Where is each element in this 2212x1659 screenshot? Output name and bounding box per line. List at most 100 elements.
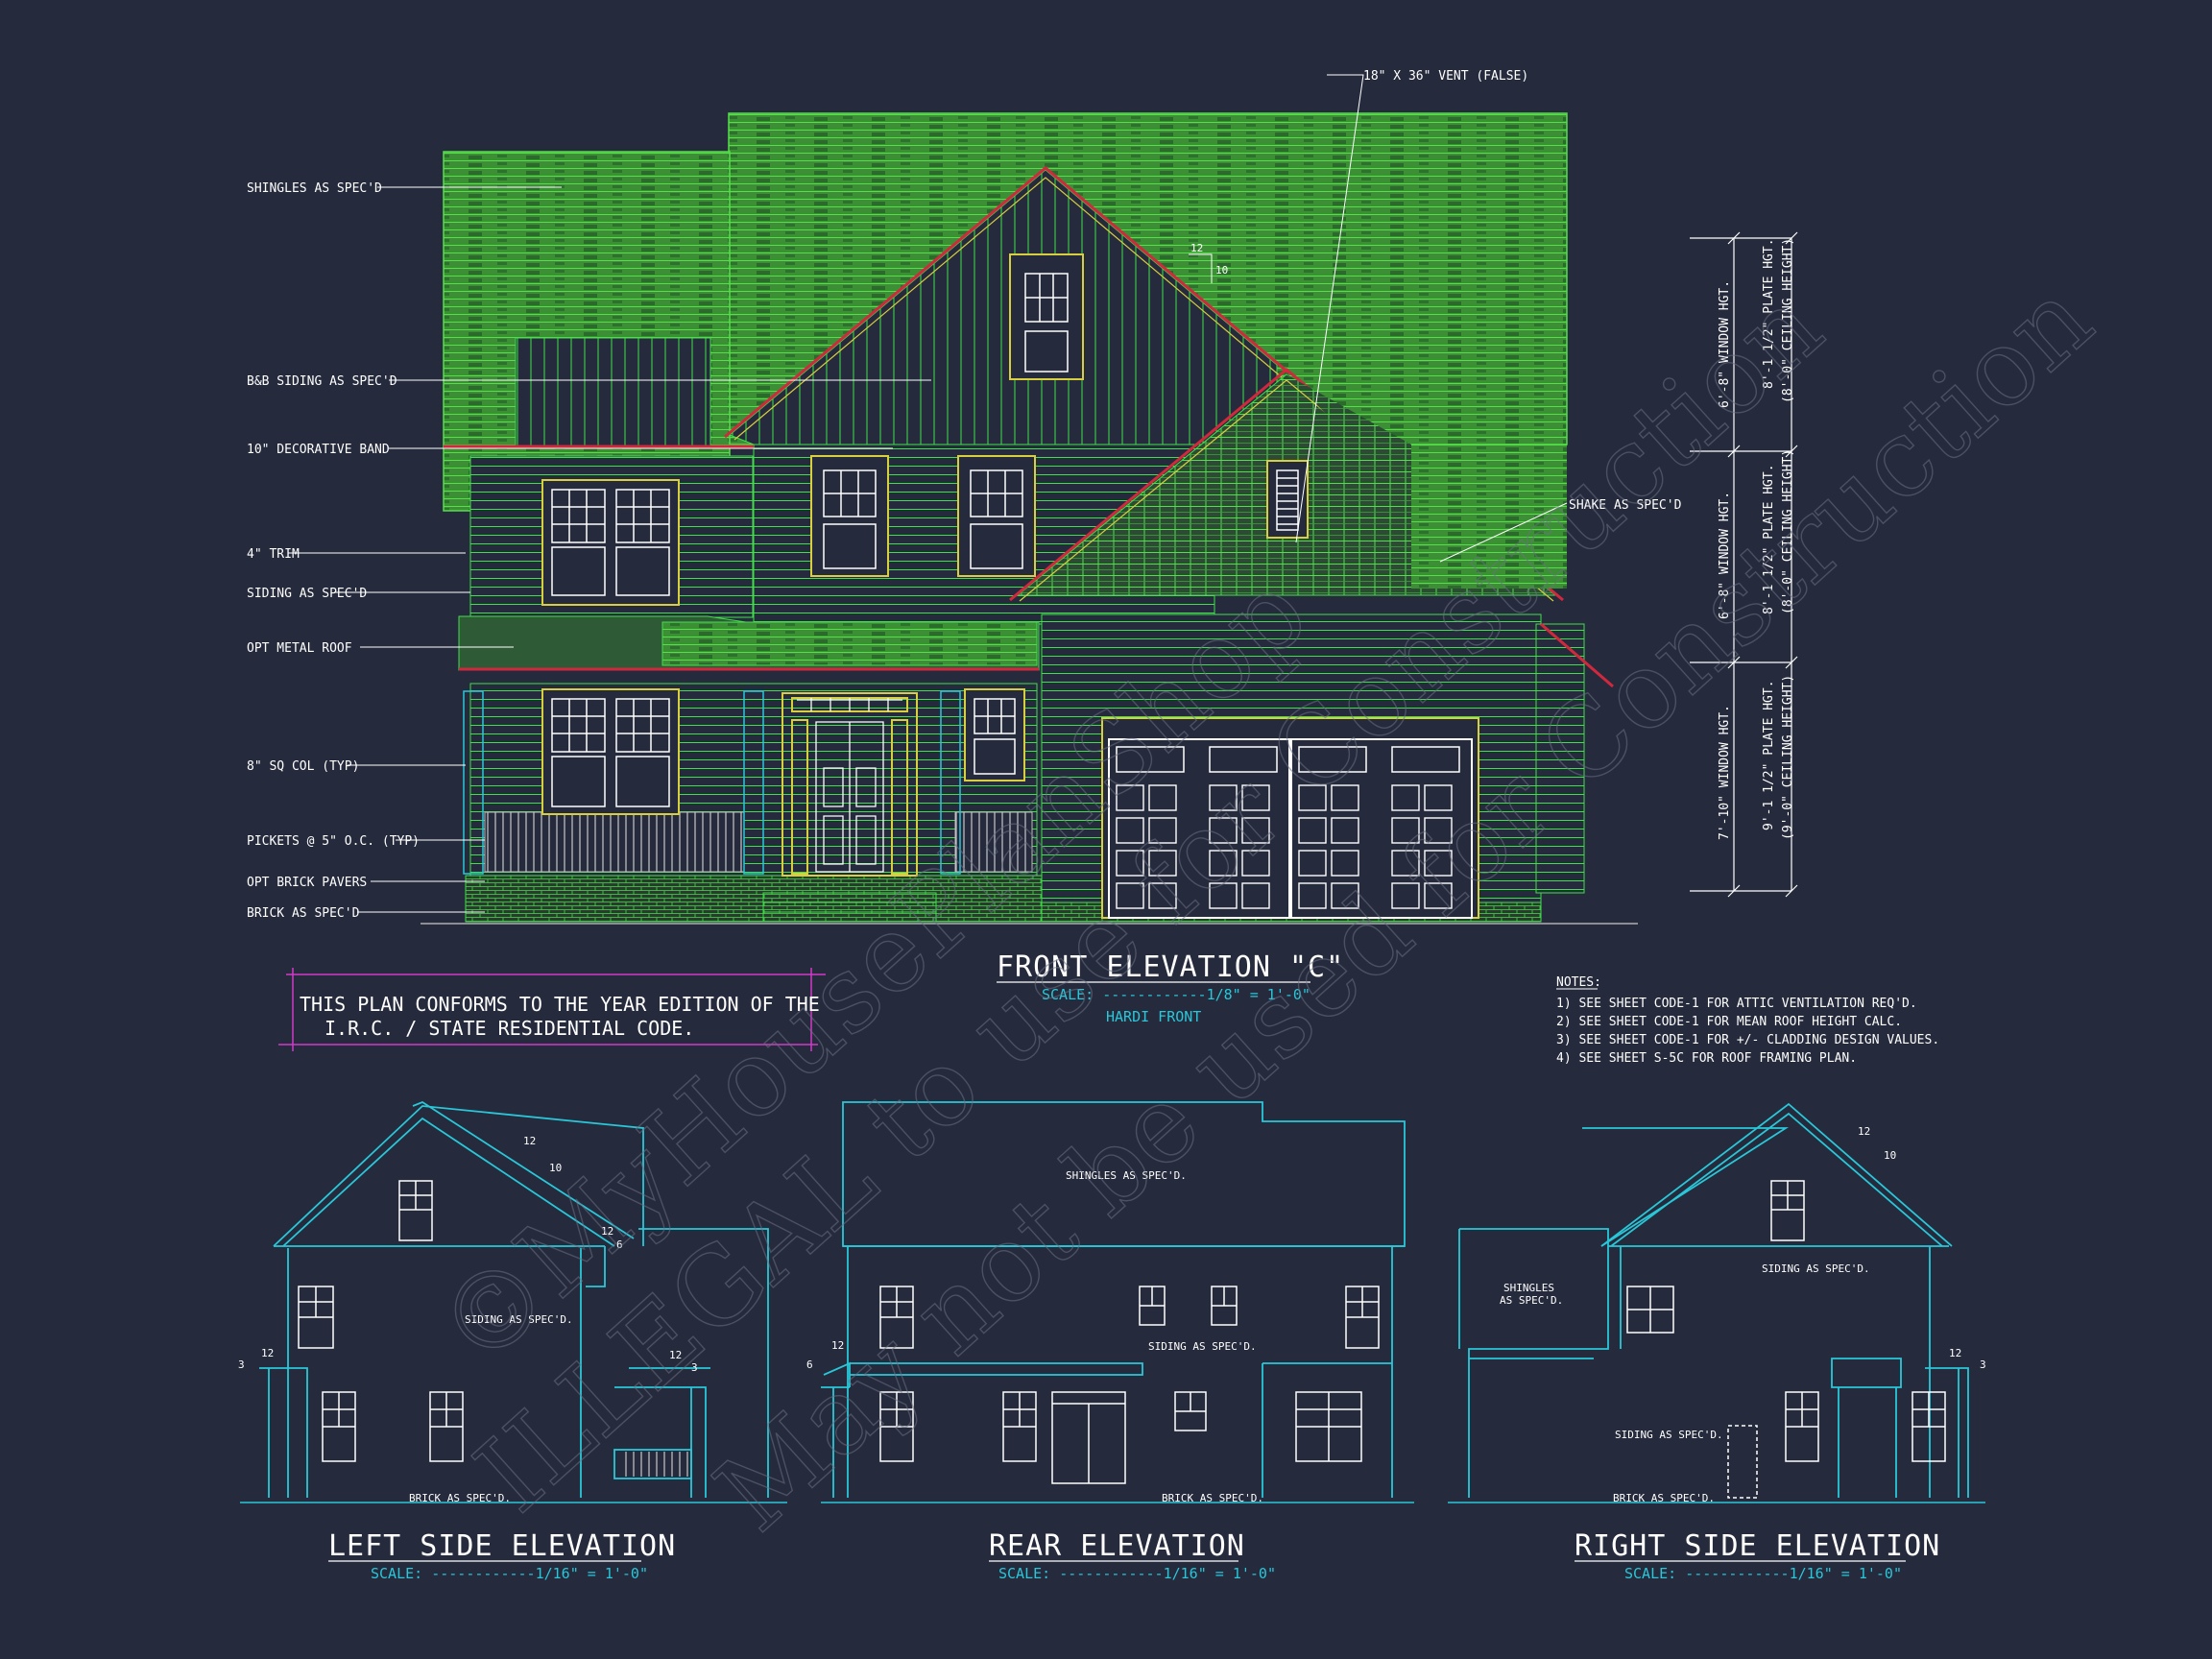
garage-door-panel — [1424, 882, 1453, 909]
garage-door-panel — [1391, 784, 1420, 811]
left-brick-label: BRICK AS SPEC'D. — [409, 1492, 511, 1504]
rear-elevation-scale: SCALE: ------------1/16" = 1'-0" — [998, 1565, 1276, 1582]
left-pitch-porch-run: 12 — [601, 1225, 613, 1238]
height-dimensions — [1690, 231, 1798, 898]
front-garage-doors — [1101, 717, 1479, 919]
left-pitch-shed-run: 12 — [669, 1349, 682, 1361]
left-pitch-main-run: 12 — [523, 1135, 536, 1147]
right-side-windows — [1626, 1180, 1946, 1499]
left-siding-label: SIDING AS SPEC'D. — [465, 1313, 573, 1326]
garage-door-panel — [1148, 784, 1177, 811]
left-pitch-low-run: 12 — [261, 1347, 274, 1359]
garage-door-panel — [1116, 850, 1144, 877]
rear-siding-label: SIDING AS SPEC'D. — [1148, 1340, 1257, 1353]
garage-door-panel — [1331, 850, 1359, 877]
garage-door-panel — [1298, 784, 1327, 811]
left-pitch-porch-rise: 6 — [616, 1238, 623, 1251]
left-pickets — [619, 1452, 688, 1477]
right-brick-label: BRICK AS SPEC'D. — [1613, 1492, 1715, 1504]
callout-bb-siding: B&B SIDING AS SPEC'D — [247, 374, 397, 389]
left-pitch-low-rise: 3 — [238, 1358, 245, 1371]
height-3-plate: 9'-1 1/2" PLATE HGT. — [1762, 680, 1776, 830]
garage-door-panel — [1391, 882, 1420, 909]
garage-door-panel — [1424, 850, 1453, 877]
garage-door-panel — [1209, 784, 1238, 811]
garage-door-panel — [1241, 784, 1270, 811]
front-pitch-rise: 10 — [1215, 264, 1228, 276]
callout-metal-roof: OPT METAL ROOF — [247, 641, 352, 656]
right-siding-lower-label: SIDING AS SPEC'D. — [1615, 1429, 1723, 1441]
garage-door-panel — [1209, 817, 1238, 844]
height-1-window: 6'-8" WINDOW HGT. — [1718, 280, 1732, 408]
rear-shingles-label: SHINGLES AS SPEC'D. — [1066, 1169, 1187, 1182]
left-side-elevation — [259, 1100, 769, 1498]
right-pitch-main-run: 12 — [1858, 1125, 1870, 1138]
height-2-ceiling: (8'-0" CEILING HEIGHT) — [1781, 449, 1795, 614]
height-1-plate: 8'-1 1/2" PLATE HGT. — [1762, 238, 1776, 389]
code-box — [278, 968, 826, 1051]
rear-windows — [879, 1286, 1380, 1484]
garage-door-panel — [1209, 882, 1238, 909]
rear-elevation-title: REAR ELEVATION — [989, 1529, 1245, 1563]
front-porch-roof — [661, 621, 1038, 666]
front-pickets-right — [954, 811, 1033, 873]
garage-door-panel — [1241, 817, 1270, 844]
callout-decorative-band: 10" DECORATIVE BAND — [247, 443, 390, 457]
height-3-ceiling: (9'-0" CEILING HEIGHT) — [1781, 675, 1795, 840]
right-siding-upper-label: SIDING AS SPEC'D. — [1762, 1262, 1870, 1275]
front-pitch-symbol — [1189, 253, 1213, 283]
front-left-roof — [443, 151, 731, 512]
garage-door-panel — [1331, 882, 1359, 909]
right-pitch-main-rise: 10 — [1884, 1149, 1896, 1162]
left-pitch-main-rise: 10 — [549, 1162, 562, 1174]
front-elevation: 12 10 — [421, 112, 1638, 925]
garage-door-panel — [1209, 850, 1238, 877]
front-elevation-scale: SCALE: ------------1/8" = 1'-0" — [1042, 986, 1310, 1003]
garage-door-panel — [1298, 882, 1327, 909]
garage-door-panel — [1241, 882, 1270, 909]
rear-pitch-run: 12 — [831, 1339, 844, 1352]
note-1: 1) SEE SHEET CODE-1 FOR ATTIC VENTILATIO… — [1556, 997, 1917, 1011]
rear-pitch-rise: 6 — [806, 1358, 813, 1371]
height-2-plate: 8'-1 1/2" PLATE HGT. — [1762, 464, 1776, 614]
note-3: 3) SEE SHEET CODE-1 FOR +/- CLADDING DES… — [1556, 1033, 1939, 1047]
front-brick-base — [465, 875, 1043, 923]
right-elevation-scale: SCALE: ------------1/16" = 1'-0" — [1624, 1565, 1902, 1582]
garage-door-panel — [1424, 817, 1453, 844]
callout-pickets: PICKETS @ 5" O.C. (TYP) — [247, 834, 420, 849]
garage-door-panel — [1148, 817, 1177, 844]
left-elevation-scale: SCALE: ------------1/16" = 1'-0" — [371, 1565, 648, 1582]
left-elevation-title: LEFT SIDE ELEVATION — [328, 1529, 676, 1563]
note-2: 2) SEE SHEET CODE-1 FOR MEAN ROOF HEIGHT… — [1556, 1015, 1902, 1029]
garage-door-panel — [1391, 850, 1420, 877]
front-pitch-run: 12 — [1190, 242, 1203, 254]
garage-door-panel — [1148, 850, 1177, 877]
callout-shingles: SHINGLES AS SPEC'D — [247, 181, 382, 196]
height-1-ceiling: (8'-0" CEILING HEIGHT) — [1781, 238, 1795, 403]
callout-siding: SIDING AS SPEC'D — [247, 587, 367, 601]
right-shingles-label-1: SHINGLES — [1503, 1282, 1554, 1294]
code-box-line1: THIS PLAN CONFORMS TO THE YEAR EDITION O… — [300, 993, 820, 1016]
right-elevation-title: RIGHT SIDE ELEVATION — [1575, 1529, 1940, 1563]
callout-column: 8" SQ COL (TYP) — [247, 759, 359, 774]
code-box-line2: I.R.C. / STATE RESIDENTIAL CODE. — [325, 1017, 694, 1040]
garage-door-panel — [1391, 817, 1420, 844]
garage-door-panel — [1298, 817, 1327, 844]
garage-door-panel — [1424, 784, 1453, 811]
left-side-windows — [298, 1180, 464, 1462]
front-columns — [463, 690, 961, 875]
right-pitch-low-rise: 3 — [1980, 1358, 1986, 1371]
garage-door-panel — [1298, 850, 1327, 877]
callout-brick: BRICK AS SPEC'D — [247, 906, 360, 921]
notes-heading: NOTES: — [1556, 975, 1601, 990]
right-shingles-label-2: AS SPEC'D. — [1500, 1294, 1563, 1307]
right-pitch-low-run: 12 — [1949, 1347, 1961, 1359]
garage-door-panel — [1148, 882, 1177, 909]
front-elevation-subtitle: HARDI FRONT — [1106, 1008, 1201, 1025]
height-2-window: 6'-8" WINDOW HGT. — [1718, 492, 1732, 619]
garage-door-panel — [1116, 784, 1144, 811]
note-4: 4) SEE SHEET S-5C FOR ROOF FRAMING PLAN. — [1556, 1051, 1857, 1066]
callout-vent: 18" X 36" VENT (FALSE) — [1363, 69, 1528, 84]
front-callouts — [288, 74, 1568, 913]
callout-shake: SHAKE AS SPEC'D — [1569, 498, 1682, 513]
